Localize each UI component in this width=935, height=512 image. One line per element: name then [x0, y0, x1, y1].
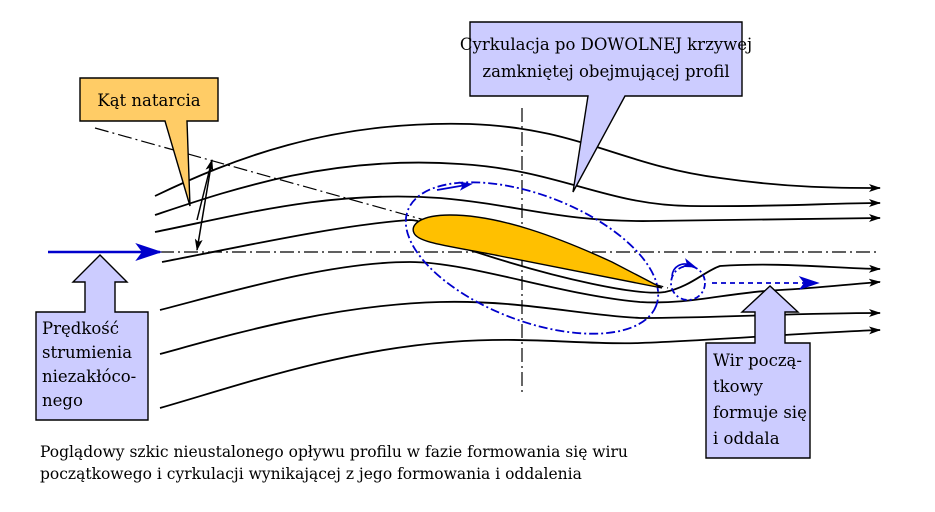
- angle-arrow: [194, 159, 213, 251]
- streamline-4: [161, 219, 881, 294]
- freestream-velocity-callout: Prędkość strumienia niezakłóco- nego: [35, 254, 149, 421]
- freestream-label-line-2: strumienia: [42, 343, 132, 362]
- vortex-label-line-4: i oddala: [713, 429, 780, 448]
- vortex-label-line-3: formuje się: [713, 403, 807, 422]
- streamline-1: [154, 122, 881, 197]
- vortex-label-line-2: tkowy: [713, 377, 764, 396]
- circulation-direction-arrow: [436, 181, 473, 191]
- angle-arrow: [196, 159, 214, 221]
- vortex-label-line-1: Wir począ-: [713, 351, 802, 370]
- starting-vortex-callout: Wir począ- tkowy formuje się i oddala: [705, 285, 811, 459]
- circulation-label-line-2: zamkniętej obejmującej profil: [482, 62, 729, 81]
- angle-of-attack-callout: Kąt natarcia: [79, 77, 219, 207]
- streamline-3: [154, 195, 881, 233]
- caption-line-1: Poglądowy szkic nieustalonego opływu pro…: [40, 443, 628, 461]
- chord-extension-line: [94, 127, 669, 289]
- streamline-5: [159, 261, 881, 311]
- figure-caption: Poglądowy szkic nieustalonego opływu pro…: [40, 441, 740, 485]
- circulation-label-line-1: Cyrkulacja po DOWOLNEJ krzywej: [460, 35, 752, 54]
- vortex-rotation-arrow: [671, 258, 697, 277]
- freestream-label-line-4: nego: [42, 391, 83, 410]
- freestream-label-line-3: niezakłóco-: [42, 367, 136, 386]
- streamline-2: [154, 161, 881, 216]
- angle-of-attack-label: Kąt natarcia: [97, 91, 200, 110]
- caption-line-2: początkowego i cyrkulacji wynikającej z …: [40, 465, 582, 483]
- circulation-contour: [404, 181, 660, 335]
- airfoil-profile: [412, 214, 663, 289]
- circulation-callout: Cyrkulacja po DOWOLNEJ krzywej zamknięte…: [460, 21, 752, 193]
- freestream-label-line-1: Prędkość: [42, 319, 119, 338]
